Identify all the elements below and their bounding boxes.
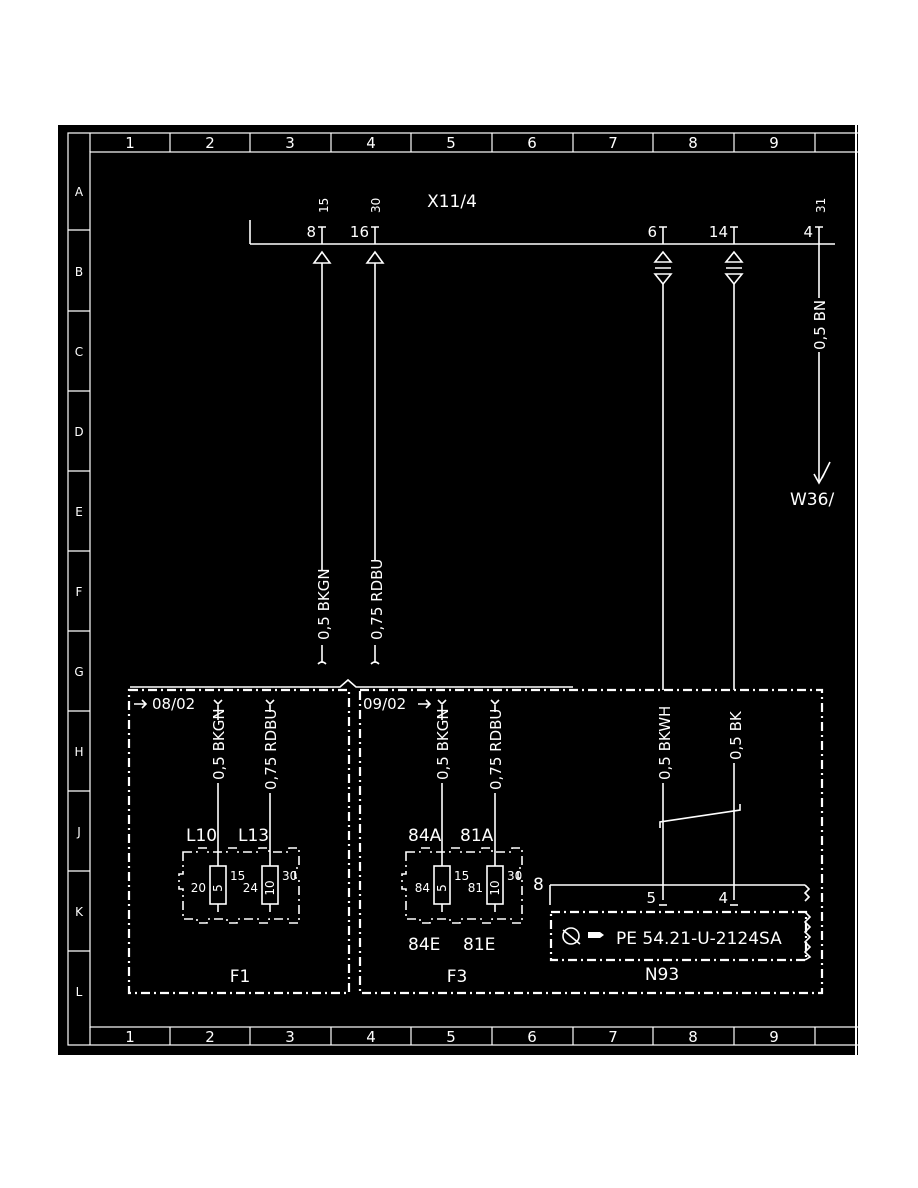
date-label: 08/02 [152, 695, 195, 713]
pin-label: 8 [306, 223, 316, 241]
row-label: F [76, 585, 83, 599]
row-label: L [76, 985, 83, 999]
col-label: 5 [446, 1028, 456, 1046]
pin-label: 16 [350, 223, 369, 241]
wire-label: 0,5 BKGN [210, 708, 228, 780]
col-label: 4 [366, 134, 376, 152]
pointing-hand-icon [588, 932, 604, 938]
reference-text: PE 54.21-U-2124SA [616, 929, 782, 949]
module-label: N93 [645, 965, 679, 985]
fuse-rating: 10 [263, 880, 277, 895]
row-label: H [74, 745, 83, 759]
side-label: 8 [533, 875, 544, 895]
fuse-name: 81A [460, 826, 494, 846]
col-label: 1 [125, 134, 135, 152]
ground-label: W36/ [790, 490, 834, 510]
column-ruler-bottom: 1 2 3 4 5 6 7 8 9 [89, 1027, 816, 1046]
row-label: G [74, 665, 83, 679]
fuse-num: 84 [415, 881, 430, 895]
pin-label: 4 [718, 889, 728, 907]
fuse-num: 81 [468, 881, 483, 895]
wire-label: 0,5 BK [727, 710, 745, 760]
connector-name: X11/4 [427, 192, 477, 212]
terminal-label: 31 [814, 198, 828, 213]
module-n93: 5 4 PE 54.21-U-2124SA N93 [549, 884, 812, 985]
wire-label: 0,5 BKGN [315, 568, 333, 640]
wire-bkgn: 0,5 BKGN [315, 263, 333, 665]
pin-label: 14 [709, 223, 728, 241]
col-label: 9 [769, 134, 779, 152]
col-label: 1 [125, 1028, 135, 1046]
group-brace [130, 678, 573, 688]
wire-label: 0,5 BN [811, 300, 829, 350]
fuse-rating: 10 [488, 880, 502, 895]
column-ruler-top: 1 2 3 4 5 6 7 8 9 [89, 133, 816, 152]
col-label: 4 [366, 1028, 376, 1046]
fuse-box-f1: 08/02 0,5 BKGN 0,75 RDBU L10 L13 20 5 15… [127, 688, 351, 995]
col-label: 7 [608, 134, 618, 152]
fuse-terminal: 15 [454, 869, 469, 883]
col-label: 8 [688, 134, 698, 152]
fuse-terminal: 30 [507, 869, 522, 883]
col-label: 3 [285, 134, 295, 152]
row-label: J [76, 825, 81, 839]
fuse-terminal: 30 [282, 869, 297, 883]
col-label: 7 [608, 1028, 618, 1046]
fuse-name: L13 [238, 826, 269, 846]
wire-labels-n93: 0,5 BKWH 0,5 BK [656, 706, 745, 900]
wire-bn: 0,5 BN W36/ [790, 244, 834, 510]
reference-icon [562, 927, 580, 945]
inner-border [89, 151, 861, 1028]
fuse-bottom-label: 84E [408, 935, 440, 955]
row-label: K [75, 905, 84, 919]
row-label: B [75, 265, 83, 279]
col-label: 9 [769, 1028, 779, 1046]
wire-label: 0,5 BKGN [434, 708, 452, 780]
col-label: 2 [205, 1028, 215, 1046]
terminal-label: 30 [369, 198, 383, 213]
row-label: C [75, 345, 83, 359]
fuse-name: 84A [408, 826, 442, 846]
row-label: E [75, 505, 83, 519]
col-label: 5 [446, 134, 456, 152]
box-label: F3 [447, 967, 468, 987]
fuse-terminal: 15 [230, 869, 245, 883]
fuse-rating: 5 [435, 884, 449, 892]
connector-x11-4: X11/4 15 8 30 16 6 14 31 4 [249, 192, 835, 245]
fuse-bottom-label: 81E [463, 935, 495, 955]
wire-rdbu: 0,75 RDBU [368, 263, 386, 665]
col-label: 6 [527, 1028, 537, 1046]
diagram-sheet [58, 125, 858, 1055]
pin-label: 5 [646, 889, 656, 907]
fuse-box-f3: 09/02 0,5 BKGN 0,75 RDBU 84A 81A 84 5 15… [358, 688, 824, 995]
col-label: 8 [688, 1028, 698, 1046]
col-label: 3 [285, 1028, 295, 1046]
fuse-name: L10 [186, 826, 217, 846]
row-label: A [75, 185, 84, 199]
wire-label: 0,75 RDBU [368, 559, 386, 640]
col-label: 6 [527, 134, 537, 152]
pin-label: 6 [647, 223, 657, 241]
pin-label: 4 [803, 223, 813, 241]
wire-label: 0,75 RDBU [487, 709, 505, 790]
wire-label: 0,5 BKWH [656, 706, 674, 780]
box-label: F1 [230, 967, 251, 987]
fuse-rating: 5 [211, 884, 225, 892]
wire-label: 0,75 RDBU [262, 709, 280, 790]
row-ruler: A B C D E F G H J K L [68, 185, 90, 999]
fuse-num: 24 [243, 881, 258, 895]
row-label: D [74, 425, 83, 439]
col-label: 2 [205, 134, 215, 152]
fuse-num: 20 [191, 881, 206, 895]
terminal-label: 15 [317, 198, 331, 213]
date-label: 09/02 [363, 695, 406, 713]
